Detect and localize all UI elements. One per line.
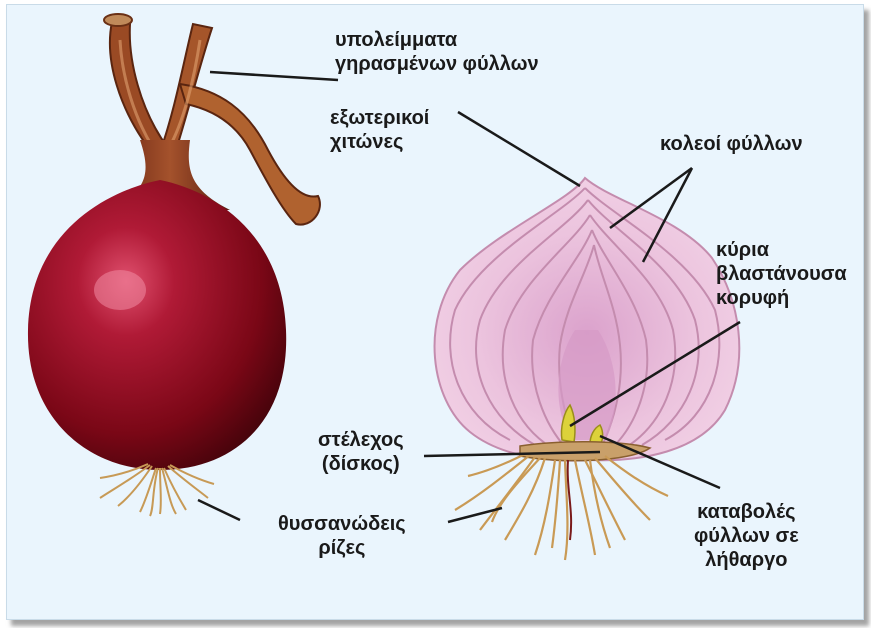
label-apical-bud: κύρια βλαστάνουσα κορυφή	[716, 238, 847, 310]
leader-roots-left	[198, 500, 240, 520]
label-line: καταβολές	[694, 500, 799, 524]
label-line: εξωτερικοί	[330, 106, 429, 130]
label-line: φύλλων σε	[694, 524, 799, 548]
leader-outer-tunics	[458, 112, 580, 186]
label-line: ρίζες	[278, 536, 406, 560]
label-leaf-sheaths: κολεοί φύλλων	[660, 132, 803, 156]
label-line: (δίσκος)	[318, 452, 404, 476]
label-line: κορυφή	[716, 286, 847, 310]
onion-highlight	[94, 270, 146, 310]
label-line: γηρασμένων φύλλων	[335, 52, 539, 76]
label-dormant-leaf-buds: καταβολές φύλλων σε λήθαργο	[694, 500, 799, 572]
label-line: θυσσανώδεις	[278, 512, 406, 536]
label-line: κύρια	[716, 238, 847, 262]
whole-onion	[28, 14, 320, 516]
label-line: χιτώνες	[330, 130, 429, 154]
label-line: στέλεχος	[318, 428, 404, 452]
leader-leaf-remnants	[210, 72, 338, 80]
label-line: υπολείμματα	[335, 28, 539, 52]
label-line: λήθαργο	[694, 548, 799, 572]
onion-bulb	[28, 180, 286, 470]
label-line: κολεοί φύλλων	[660, 132, 803, 156]
label-line: βλαστάνουσα	[716, 262, 847, 286]
label-leaf-remnants: υπολείμματα γηρασμένων φύλλων	[335, 28, 539, 76]
label-stem-disc: στέλεχος (δίσκος)	[318, 428, 404, 476]
onion-roots-right	[455, 454, 668, 560]
label-fibrous-roots: θυσσανώδεις ρίζες	[278, 512, 406, 560]
label-outer-tunics: εξωτερικοί χιτώνες	[330, 106, 429, 154]
onion-roots-left	[100, 464, 214, 516]
